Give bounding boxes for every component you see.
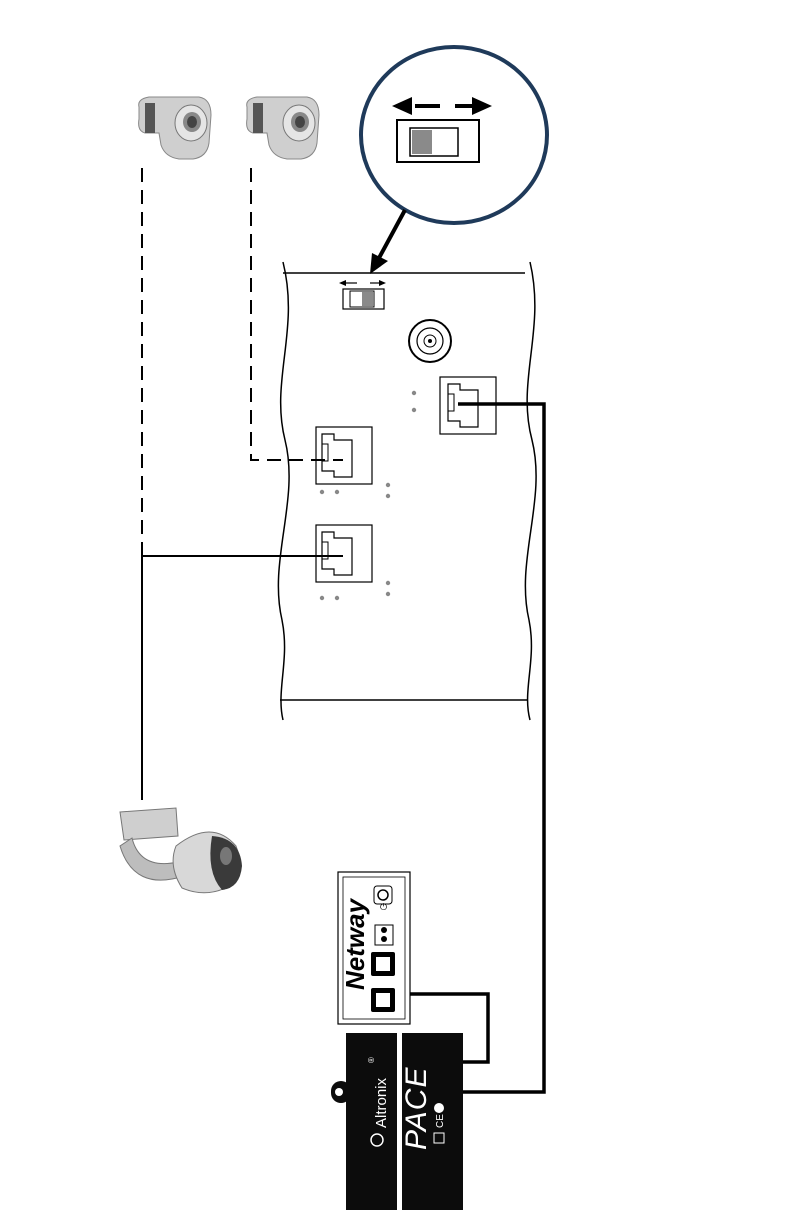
pace-model: PACE	[400, 1067, 433, 1150]
power-cable	[458, 404, 544, 1092]
ptz-camera-icon	[247, 97, 319, 159]
dome-camera-icon	[120, 808, 242, 893]
dip-switch-icon	[339, 280, 386, 309]
rj45-port-icon	[316, 525, 390, 600]
rj45-port-icon	[316, 427, 390, 498]
netway-device: Netway ⏻	[338, 872, 410, 1024]
panel-board	[278, 262, 536, 720]
bnc-connector-icon	[409, 320, 451, 362]
dashed-cable	[251, 168, 343, 460]
ptz-camera-icon	[139, 97, 211, 159]
netway-logo: Netway	[340, 897, 370, 990]
altronix-logo: Altronix	[373, 1077, 390, 1128]
power-icon: ⏻	[380, 902, 387, 912]
pace-device: Altronix ® PACE CE	[331, 1033, 463, 1210]
registered-mark: ®	[367, 1057, 376, 1063]
solid-cable	[142, 556, 343, 800]
switch-callout	[361, 47, 547, 223]
svg-text:CE: CE	[435, 1114, 446, 1128]
